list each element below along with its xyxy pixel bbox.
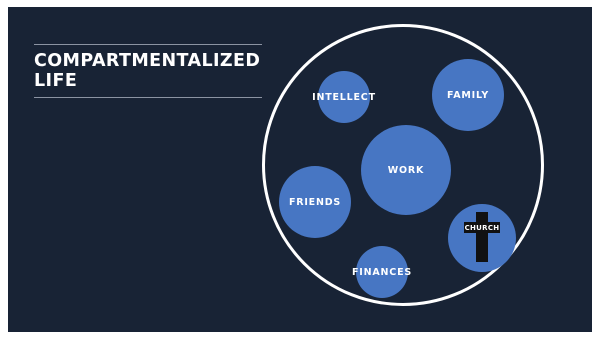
cross-icon xyxy=(476,212,488,262)
family-bubble: FAMILY xyxy=(432,59,504,131)
finances-bubble: FINANCES xyxy=(352,246,411,298)
family-label: FAMILY xyxy=(447,89,489,101)
title-block: COMPARTMENTALIZED LIFE xyxy=(34,44,262,98)
slide-title: COMPARTMENTALIZED LIFE xyxy=(34,51,261,91)
work-bubble: WORK xyxy=(361,125,451,215)
intellect-bubble: INTELLECT xyxy=(312,71,375,123)
title-bottom-rule xyxy=(34,97,262,98)
church-label: CHURCH xyxy=(464,223,500,232)
title-top-rule xyxy=(34,44,262,45)
friends-bubble: FRIENDS xyxy=(279,166,351,238)
friends-label: FRIENDS xyxy=(288,196,342,208)
cross-bar: CHURCH xyxy=(464,222,500,233)
life-circle xyxy=(262,24,544,306)
intellect-label: INTELLECT xyxy=(312,91,376,103)
finances-label: FINANCES xyxy=(352,266,412,278)
work-label: WORK xyxy=(387,164,425,176)
